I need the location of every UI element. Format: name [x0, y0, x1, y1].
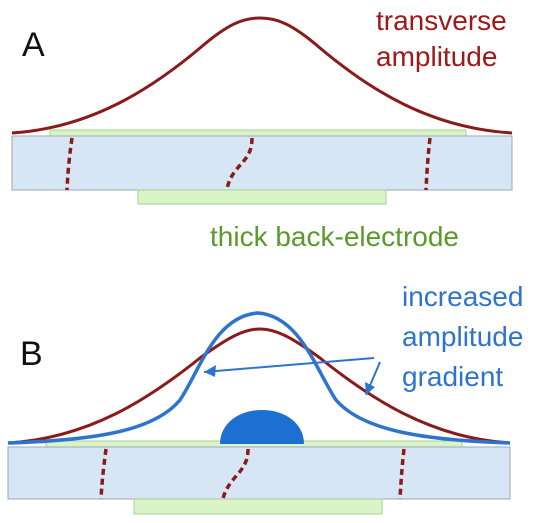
gradient-arrowhead-left [204, 365, 216, 377]
gradient-label-line2: amplitude [402, 321, 523, 352]
wavefront-line-a3 [424, 137, 432, 191]
panel-b-letter: B [20, 335, 43, 373]
amplitude-curve-a [11, 16, 513, 135]
wavefront-line-b1 [99, 448, 108, 500]
gradient-arrowhead-right [365, 382, 375, 395]
gradient-label-line1: increased [402, 281, 523, 312]
substrate-b [7, 446, 511, 500]
droplet [220, 410, 304, 444]
transverse-label-line1: transverse [376, 5, 507, 36]
wavefront-line-a2 [225, 137, 254, 191]
transverse-label-line2: amplitude [376, 41, 497, 72]
gradient-label-line3: gradient [402, 361, 503, 392]
panel-a-letter: A [22, 26, 45, 64]
back-electrode-a [137, 189, 387, 205]
back-electrode-b [133, 498, 383, 515]
panel-b: B increased amplitude gradient [7, 281, 523, 515]
amplitude-curve-b [7, 327, 511, 445]
wavefront-line-b3 [398, 448, 406, 500]
wavefront-line-b2 [221, 448, 250, 500]
panel-a: A transverse amplitude thick back-electr… [11, 5, 513, 252]
wavefront-line-a1 [65, 137, 74, 191]
gradient-arrow-left [203, 357, 375, 373]
top-electrode-a [49, 129, 467, 137]
gradient-curve-b [7, 311, 511, 445]
electrode-label: thick back-electrode [210, 221, 459, 252]
substrate-a [11, 135, 513, 191]
